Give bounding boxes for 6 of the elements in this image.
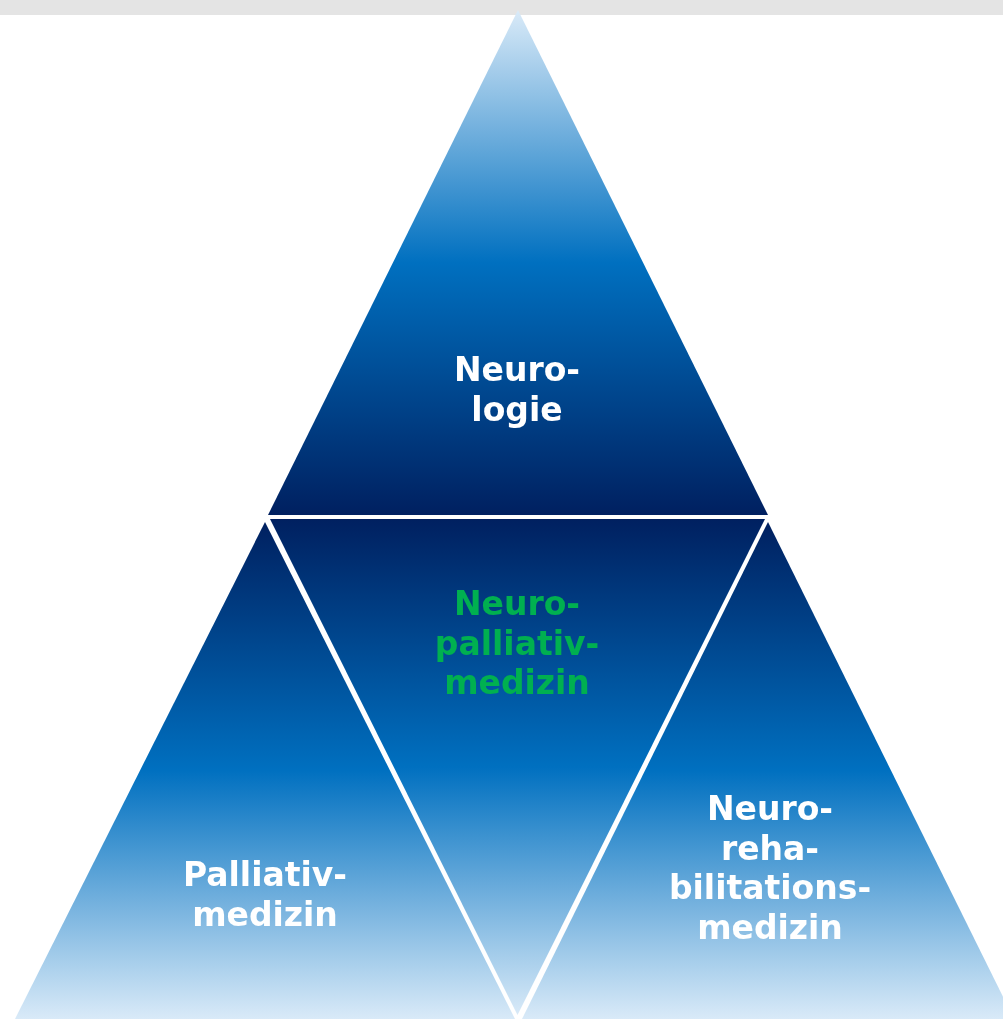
node-label: Neuro- logie	[453, 350, 581, 430]
node-label: Neuro- palliativ- medizin	[434, 583, 600, 703]
node-label: Neuro- reha- bilitations- medizin	[668, 788, 872, 948]
node-label: Palliativ- medizin	[182, 855, 348, 935]
top-band	[0, 0, 1003, 15]
triangle-panel	[268, 10, 768, 515]
